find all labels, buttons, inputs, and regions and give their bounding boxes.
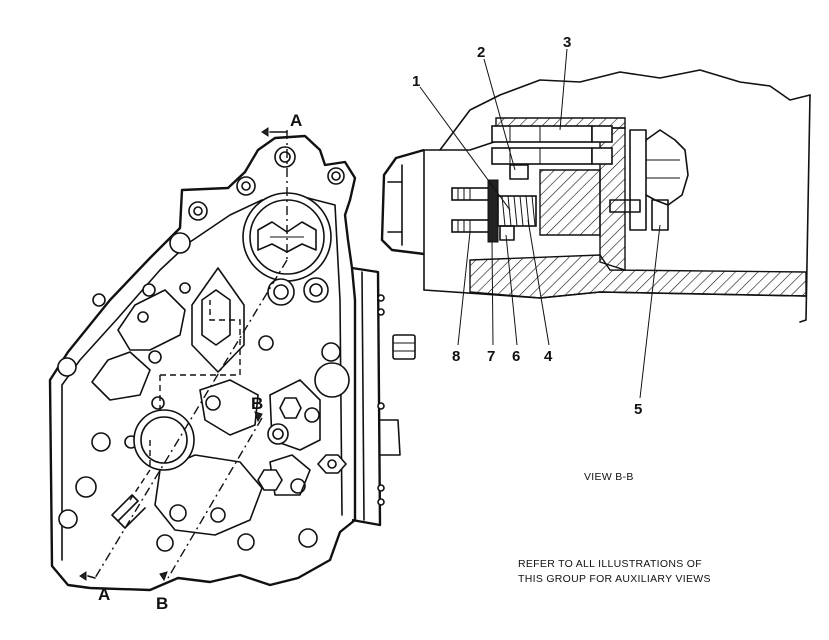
note-line-1: REFER TO ALL ILLUSTRATIONS OF <box>518 558 702 570</box>
b-plug <box>267 423 289 445</box>
studs <box>451 187 491 233</box>
view-label: VIEW B-B <box>584 471 634 483</box>
section-view-b-b <box>380 69 811 323</box>
section-label-b-top: B <box>251 394 263 413</box>
note-line-2: THIS GROUP FOR AUXILIARY VIEWS <box>518 573 711 585</box>
valve-body-section <box>539 169 601 236</box>
callout-5: 5 <box>634 401 642 418</box>
cover-bolts <box>491 125 613 165</box>
hidden-passage <box>160 300 241 376</box>
spring <box>501 195 536 227</box>
callout-2: 2 <box>477 44 485 61</box>
shaft-hub <box>651 199 669 231</box>
end-cap <box>380 148 425 256</box>
valve-body-flange-line <box>61 195 343 561</box>
valve-spool <box>499 225 515 241</box>
lower-bore <box>133 409 195 471</box>
callout-leaders <box>419 48 661 399</box>
callout-3: 3 <box>563 34 571 51</box>
plug-mid-right <box>303 277 329 303</box>
plug-mid-left <box>267 278 295 306</box>
callout-6: 6 <box>512 348 520 365</box>
side-cover-plate <box>351 266 382 527</box>
callout-7: 7 <box>487 348 495 365</box>
section-label-a-top: A <box>290 111 302 130</box>
pipe-fitting <box>111 494 139 522</box>
section-line-b <box>167 417 263 579</box>
valve-body-front-view <box>48 127 416 592</box>
callout-1: 1 <box>412 73 420 90</box>
side-plug <box>392 334 416 360</box>
callout-4: 4 <box>544 348 553 365</box>
shaft-flange <box>629 129 647 231</box>
hex-plug-left <box>257 469 283 491</box>
section-label-b-bottom: B <box>156 594 168 613</box>
hex-plug-right <box>316 454 348 474</box>
section-label-a-bottom: A <box>98 585 110 604</box>
retainer-plate <box>487 179 499 243</box>
valve-body-outline <box>48 134 357 592</box>
valve-passage-window <box>191 267 245 373</box>
callout-8: 8 <box>452 348 460 365</box>
